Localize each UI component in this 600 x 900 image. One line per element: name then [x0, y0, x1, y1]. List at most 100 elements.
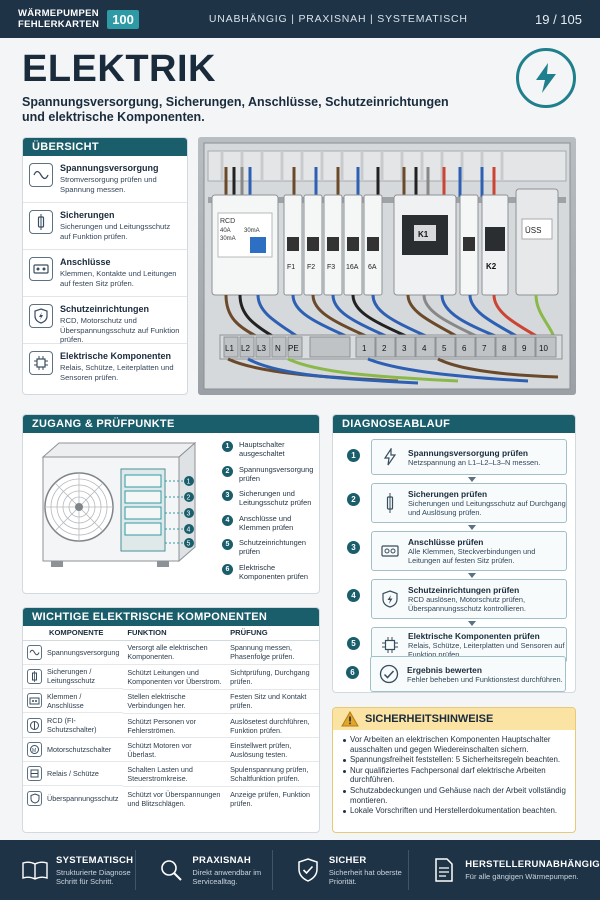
table-row: Relais / Schütze Schalten Lasten und Ste…: [23, 761, 319, 787]
components-card: WICHTIGE ELEKTRISCHE KOMPONENTEN KOMPONE…: [22, 607, 320, 833]
component-function: Schützt Leitungen und Komponenten vor Üb…: [123, 664, 227, 690]
terminal-number: 10: [539, 344, 548, 353]
terminal-label: PE: [288, 344, 299, 353]
component-function: Schützt vor Überspannungen und Blitzschl…: [127, 789, 221, 808]
test-point-text: Hauptschalter ausgeschaltet: [239, 440, 285, 458]
contactor-k1-label: K1: [418, 230, 429, 239]
terminal-number: 4: [422, 344, 427, 353]
test-point-number: 2: [187, 495, 191, 502]
safety-list: Vor Arbeiten an elektrischen Komponenten…: [333, 730, 575, 816]
overview-item-desc: RCD, Motorschutz und Überspannungsschutz…: [60, 316, 180, 344]
step-desc: Netzspannung an L1–L2–L3–N messen.: [408, 457, 541, 467]
test-point-item: 1 Hauptschalter ausgeschaltet: [222, 440, 318, 465]
brand-number: 100: [107, 9, 139, 29]
test-point-number: 1: [222, 441, 233, 452]
table-row: Spannungsversorgung Versorgt alle elektr…: [23, 640, 319, 666]
component-name: Relais / Schütze: [47, 769, 99, 779]
test-point-text: Sicherungen und Leitungsschutz prüfen: [239, 489, 312, 507]
step-number: 5: [347, 637, 360, 650]
test-point-number: 2: [222, 465, 233, 477]
table-row: Sicherungen / Leitungsschutz Schützt Lei…: [23, 664, 319, 690]
page-number: 19 / 105: [535, 11, 582, 27]
overview-item-desc: Relais, Schütze, Leiterplatten und Senso…: [60, 363, 174, 382]
diagnosis-card: DIAGNOSEABLAUF 1 Spannungsversorgung prü…: [332, 414, 576, 693]
component-test: Sichtprüfung, Durchgang prüfen.: [226, 664, 319, 690]
top-bar: WÄRMEPUMPEN FEHLERKARTEN 100 UNABHÄNGIG …: [0, 0, 600, 38]
footer-desc: Direkt anwendbar im Servicealltag.: [192, 867, 262, 886]
flow-arrow: [468, 573, 476, 578]
terminal-number: 3: [402, 344, 407, 353]
test-point-number: 1: [187, 479, 191, 486]
brand-line2: FEHLERKARTEN: [18, 19, 100, 30]
breaker-label: 6A: [368, 264, 377, 271]
terminal-label: N: [275, 344, 281, 353]
footer-title: HERSTELLERUNABHÄNGIG: [465, 859, 600, 870]
step-number: 1: [347, 449, 360, 462]
terminal-number: 9: [522, 344, 527, 353]
terminal-label: L1: [225, 344, 234, 353]
component-test: Festen Sitz und Kontakt prüfen.: [226, 689, 319, 714]
test-point-text: Elektrische Komponenten prüfen: [239, 562, 309, 581]
step-desc: Sicherungen und Leitungsschutz auf Durch…: [408, 499, 566, 517]
breaker-label: 16A: [346, 264, 359, 271]
lightning-bolt-icon: [516, 48, 576, 108]
relay-icon: [27, 766, 42, 782]
hero: ELEKTRIK Spannungsversorgung, Sicherunge…: [0, 38, 600, 130]
column-header: KOMPONENTE: [23, 626, 124, 641]
breaker-label: F3: [327, 264, 335, 271]
test-point-number: 5: [187, 541, 191, 548]
tagline: UNABHÄNGIG | PRAXISNAH | SYSTEMATISCH: [208, 13, 468, 25]
step-number: 6: [346, 666, 359, 679]
column-header: PRÜFUNG: [226, 626, 319, 641]
rcd-rating: 30mA: [244, 228, 260, 234]
step-desc: Relais, Schütze, Leiterplatten und Senso…: [408, 641, 565, 659]
diagnosis-heading: DIAGNOSEABLAUF: [333, 415, 575, 433]
list-item: Vor Arbeiten an elektrischen Komponenten…: [343, 735, 567, 754]
step-title: Spannungsversorgung prüfen: [408, 447, 529, 458]
component-test: Anzeige prüfen, Funktion prüfen.: [230, 789, 311, 808]
test-point-number: 3: [222, 490, 233, 501]
step-title: Schutzeinrichtungen prüfen: [408, 585, 520, 595]
overview-item-desc: Sicherungen und Leitungsschutz auf Funkt…: [60, 222, 171, 241]
footer-desc: Sicherheit hat oberste Priorität.: [328, 867, 402, 886]
connector-icon: [378, 539, 402, 563]
list-item: Schutzabdeckungen und Gehäuse nach der A…: [343, 786, 567, 805]
component-test: Einstellwert prüfen, Auslösung testen.: [226, 737, 319, 763]
terminal-number: 1: [362, 344, 367, 353]
page-title: ELEKTRIK: [22, 48, 216, 90]
step-title: Ergebnis bewerten: [407, 664, 482, 675]
contactor-k2-label: K2: [486, 262, 497, 271]
component-test: Spannung messen, Phasenfolge prüfen.: [226, 640, 319, 666]
document-icon: [431, 857, 457, 883]
component-name: Überspannungsschutz: [47, 793, 119, 803]
list-item: Spannungsfreiheit feststellen: 5 Sicherh…: [343, 755, 567, 765]
test-point-text: Spannungsversorgung prüfen: [239, 464, 314, 483]
shield-bolt-icon: [29, 304, 53, 328]
step-title: Elektrische Komponenten prüfen: [408, 631, 540, 641]
warning-triangle-icon: [341, 711, 359, 727]
test-point-number: 5: [222, 539, 233, 550]
test-point-item: 2 Spannungsversorgung prüfen: [222, 465, 318, 490]
access-card: ZUGANG & PRÜFPUNKTE 1 2 3 4 5: [22, 414, 320, 594]
breaker-row: [283, 194, 383, 296]
rcd-rating: 30mA: [220, 236, 236, 242]
flow-arrow: [468, 621, 476, 626]
components-table: KOMPONENTE FUNKTION PRÜFUNG Spannungsver…: [23, 626, 319, 811]
terminal-label: L2: [241, 344, 250, 353]
step-number: 3: [347, 541, 360, 554]
component-test: Spulenspannung prüfen, Schaltfunktion pr…: [226, 761, 319, 787]
safety-heading: SICHERHEITSHINWEISE: [365, 713, 494, 725]
footer-title: SICHER: [328, 854, 367, 866]
footer-title: SYSTEMATISCH: [56, 854, 134, 866]
components-heading: WICHTIGE ELEKTRISCHE KOMPONENTEN: [23, 608, 319, 626]
